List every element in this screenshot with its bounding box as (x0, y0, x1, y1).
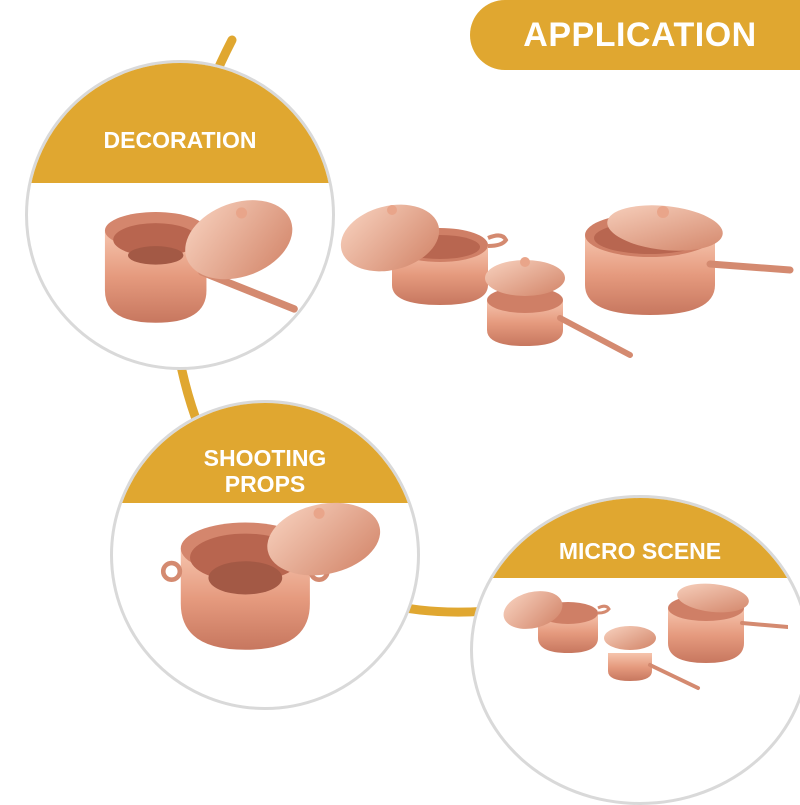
mini-pot-set-image (503, 583, 788, 690)
shooting-props-circle: SHOOTING PROPS (110, 400, 420, 710)
shooting-props-band: SHOOTING PROPS (113, 403, 417, 503)
decoration-circle: DECORATION (25, 60, 335, 370)
banner-label: APPLICATION (523, 15, 757, 54)
application-banner: APPLICATION (470, 0, 800, 70)
decoration-label: DECORATION (103, 127, 257, 153)
decoration-band: DECORATION (28, 63, 332, 183)
copper-pot-set-image (340, 204, 794, 358)
micro-scene-band: MICRO SCENE (473, 498, 800, 578)
shooting-props-label-line2: PROPS (224, 471, 306, 497)
saucepan-image (104, 200, 298, 323)
shooting-props-label-line1: SHOOTING (203, 445, 327, 471)
micro-scene-label: MICRO SCENE (558, 538, 722, 564)
micro-scene-circle: MICRO SCENE (470, 495, 800, 805)
casserole-pot-image (160, 502, 381, 650)
